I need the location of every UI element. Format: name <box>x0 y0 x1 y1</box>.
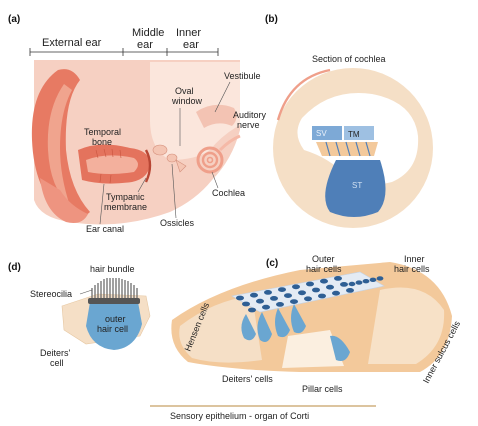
region-external-ear: External ear <box>42 37 102 49</box>
caption-sensory-epithelium: Sensory epithelium - organ of Corti <box>170 411 309 421</box>
label-vestibule: Vestibule <box>224 71 261 81</box>
label-deiters-cells: Deiters' cells <box>222 374 273 384</box>
panel-b: (b) Section of cochlea SV TM ST <box>265 14 433 228</box>
outer-hair-cell-top <box>340 282 348 287</box>
label-ossicles: Ossicles <box>160 218 195 228</box>
outer-hair-cell-top <box>278 287 286 292</box>
label-outer-hair-cell-2: hair cell <box>97 324 128 334</box>
outer-hair-cell-top <box>248 308 256 313</box>
label-deiters-cell-1: Deiters' <box>40 348 71 358</box>
outer-hair-cell-top <box>284 293 292 298</box>
label-stereocilia: Stereocilia <box>30 289 72 299</box>
outer-hair-cell-top <box>236 296 244 301</box>
outer-hair-cell-top <box>320 279 328 284</box>
panel-a-letter: (a) <box>8 14 20 25</box>
outer-hair-cell-top <box>290 299 298 304</box>
outer-hair-cell-top <box>304 296 312 301</box>
label-deiters-cell-2: cell <box>50 358 64 368</box>
outer-hair-cell-top <box>264 290 272 295</box>
outer-hair-cell-top <box>242 302 250 307</box>
label-cochlea: Cochlea <box>212 188 245 198</box>
region-middle-ear-line1: Middle <box>132 27 164 39</box>
outer-hair-cell-top <box>334 276 342 281</box>
label-outer-hair-cells-2: hair cells <box>306 264 342 274</box>
label-outer-hair-cells-1: Outer <box>312 254 335 264</box>
label-ear-canal: Ear canal <box>86 224 124 234</box>
label-hair-bundle: hair bundle <box>90 264 135 274</box>
label-scala-tympani: ST <box>352 181 362 190</box>
inner-hair-cell-top <box>363 279 370 283</box>
label-inner-hair-cells-2: hair cells <box>394 264 430 274</box>
panel-c-letter: (c) <box>266 258 278 269</box>
cuticular-plate <box>88 298 140 304</box>
label-oval-window-2: window <box>171 96 203 106</box>
outer-hair-cell-top <box>326 285 334 290</box>
region-inner-ear-line2: ear <box>183 39 199 51</box>
panel-c: (c) Outer hair cells Inner hair cells He… <box>150 254 462 421</box>
label-tectorial-membrane: TM <box>348 130 360 139</box>
outer-hair-cell-top <box>276 302 284 307</box>
outer-hair-cell-top <box>292 284 300 289</box>
label-inner-hair-cells-1: Inner <box>404 254 425 264</box>
label-auditory-nerve-2: nerve <box>237 120 260 130</box>
inner-hair-cell-top <box>356 280 363 284</box>
outer-hair-cell-top <box>250 293 258 298</box>
outer-hair-cell-top <box>256 299 264 304</box>
inner-hair-cell-top <box>370 278 377 282</box>
ear-canal-lumen <box>86 155 138 174</box>
panel-a: (a) External ear Middle ear Inner ear <box>8 14 267 234</box>
label-temporal-bone-1: Temporal <box>84 127 121 137</box>
outer-hair-cell-top <box>306 282 314 287</box>
inner-hair-cell-top <box>349 282 356 286</box>
outer-hair-cell-top <box>332 291 340 296</box>
panel-b-letter: (b) <box>265 14 278 25</box>
label-scala-vestibuli: SV <box>316 129 327 138</box>
label-tympanic-membrane-2: membrane <box>104 202 147 212</box>
label-temporal-bone-2: bone <box>92 137 112 147</box>
region-middle-ear-line2: ear <box>137 39 153 51</box>
label-pillar-cells: Pillar cells <box>302 384 343 394</box>
label-section-of-cochlea: Section of cochlea <box>312 54 386 64</box>
outer-hair-cell-top <box>346 288 354 293</box>
outer-hair-cell-top <box>298 290 306 295</box>
outer-hair-cell-top <box>270 296 278 301</box>
label-oval-window-1: Oval <box>175 86 194 96</box>
label-outer-hair-cell-1: outer <box>105 314 126 324</box>
region-inner-ear-line1: Inner <box>176 27 201 39</box>
label-tympanic-membrane-1: Tympanic <box>106 192 145 202</box>
label-auditory-nerve-1: Auditory <box>233 110 267 120</box>
outer-hair-cell-top <box>312 288 320 293</box>
inner-hair-cell-top <box>377 276 384 280</box>
outer-hair-cell-top <box>318 294 326 299</box>
panel-d: (d) hair bundle Stereocilia outer hair c… <box>8 262 150 368</box>
outer-hair-cell-top <box>262 305 270 310</box>
panel-d-letter: (d) <box>8 262 21 273</box>
lead-stereocilia <box>80 290 92 294</box>
